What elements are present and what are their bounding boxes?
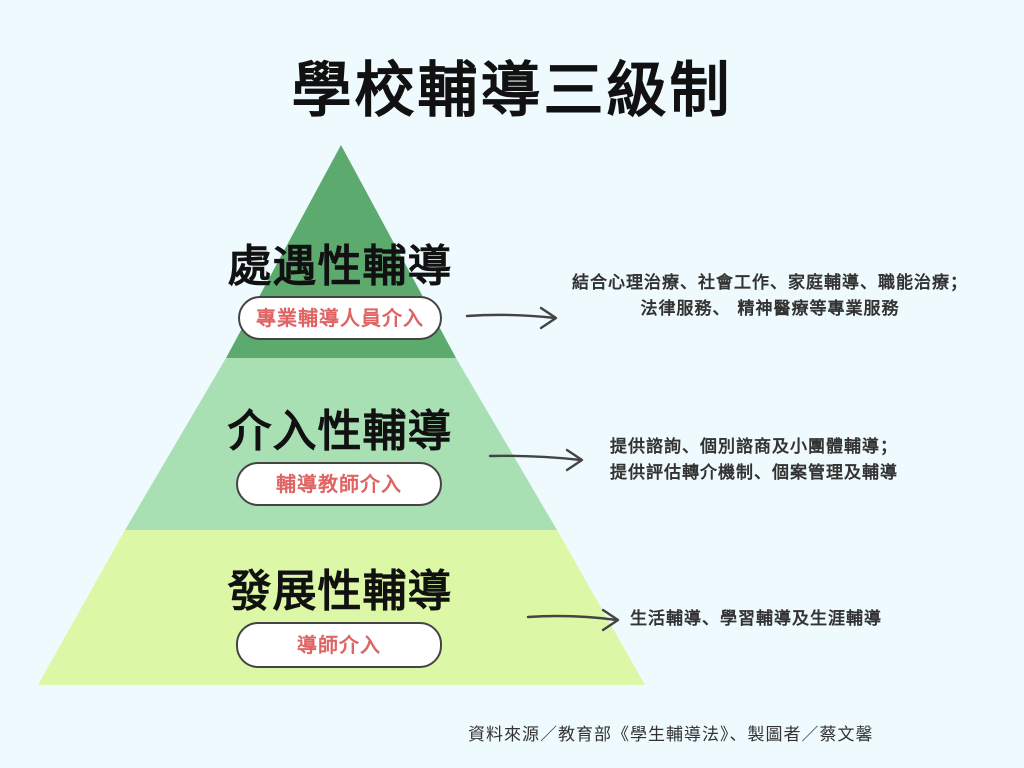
tier-description-line: 結合心理治療、社會工作、家庭輔導、職能治療；	[572, 273, 968, 293]
pyramid-tier-middle	[125, 358, 557, 530]
tier-description-line: 生活輔導、學習輔導及生涯輔導	[630, 609, 882, 629]
tier-pill-developmental: 導師介入	[236, 622, 442, 668]
tier-description-treatment: 結合心理治療、社會工作、家庭輔導、職能治療； 法律服務、 精神醫療等專業服務	[550, 270, 990, 322]
tier-description-intervention: 提供諮詢、個別諮商及小團體輔導； 提供評估轉介機制、個案管理及輔導	[610, 434, 898, 486]
pyramid-tier-bottom	[38, 530, 645, 685]
tier-pill-intervention: 輔導教師介入	[236, 462, 442, 506]
source-caption: 資料來源／教育部《學生輔導法》、製圖者／蔡文馨	[468, 725, 874, 745]
tier-description-line: 提供評估轉介機制、個案管理及輔導	[610, 463, 898, 483]
tier-pill-treatment: 專業輔導人員介入	[238, 296, 442, 340]
tier-description-line: 法律服務、 精神醫療等專業服務	[640, 299, 900, 319]
tier-title-intervention: 介入性輔導	[227, 406, 453, 457]
tier-title-treatment: 處遇性輔導	[227, 241, 453, 292]
tier-description-developmental: 生活輔導、學習輔導及生涯輔導	[630, 606, 882, 632]
diagram-title: 學校輔導三級制	[291, 56, 733, 126]
tier-description-line: 提供諮詢、個別諮商及小團體輔導；	[610, 437, 898, 457]
tier-title-developmental: 發展性輔導	[227, 566, 453, 617]
